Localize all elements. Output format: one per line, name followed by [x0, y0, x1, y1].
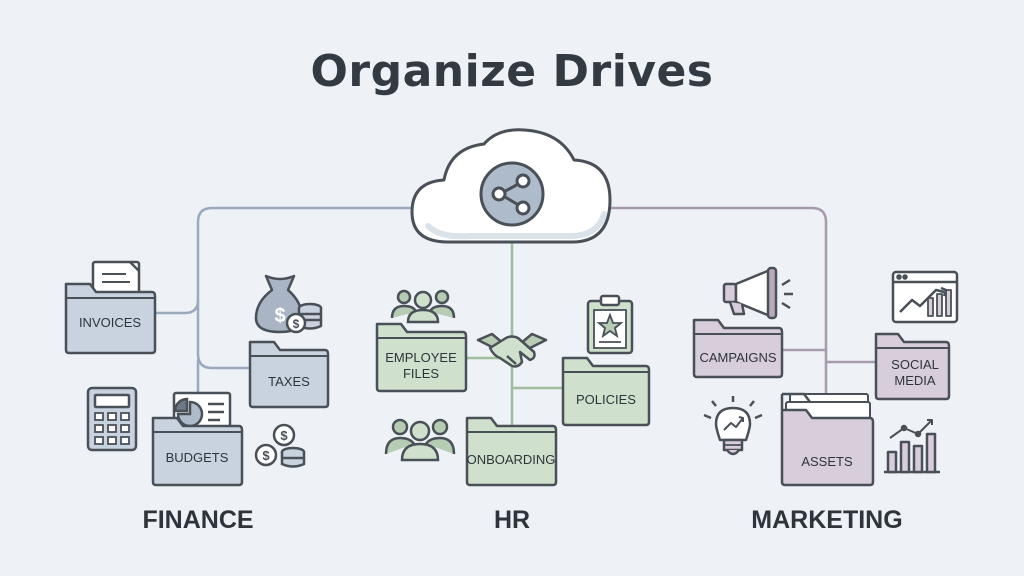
finance-connector-taxes — [196, 298, 252, 370]
finance-group-label: FINANCE — [142, 506, 254, 534]
money-bag-icon: $ $ — [254, 274, 323, 334]
taxes-folder[interactable]: TAXES — [248, 340, 330, 409]
campaigns-folder[interactable]: CAMPAIGNS — [692, 318, 784, 379]
calculator-icon — [86, 386, 138, 452]
onboarding-folder[interactable]: ONBOARDING — [465, 416, 558, 487]
taxes-label: TAXES — [268, 374, 310, 389]
policies-folder[interactable]: POLICIES — [561, 356, 651, 427]
team-icon — [390, 289, 456, 324]
budgets-folder[interactable]: BUDGETS — [151, 391, 244, 487]
bar-chart-icon — [884, 419, 940, 474]
share-icon — [491, 173, 531, 216]
group-icon — [384, 418, 456, 462]
onboarding-label: ONBOARDING — [467, 452, 556, 467]
handshake-icon — [476, 332, 548, 368]
chart-window-icon — [891, 270, 959, 324]
social-media-label-2: MEDIA — [894, 373, 936, 388]
assets-label: ASSETS — [801, 454, 853, 469]
employee-files-label-2: FILES — [403, 366, 439, 381]
budgets-label: BUDGETS — [166, 450, 229, 465]
invoices-folder[interactable]: INVOICES — [64, 260, 157, 355]
lightbulb-chart-icon — [703, 396, 763, 456]
svg-text:$: $ — [280, 428, 288, 443]
cloud-share-icon — [410, 128, 612, 244]
page-title: Organize Drives — [310, 46, 714, 97]
svg-text:$: $ — [293, 317, 300, 331]
svg-text:$: $ — [262, 448, 270, 463]
social-media-folder[interactable]: SOCIAL MEDIA — [874, 332, 951, 401]
svg-text:$: $ — [274, 305, 285, 327]
assets-folder[interactable]: ASSETS — [780, 392, 875, 487]
hr-group-label: HR — [493, 506, 531, 534]
invoices-label: INVOICES — [79, 315, 141, 330]
marketing-group-label: MARKETING — [751, 506, 903, 534]
employee-files-label-1: EMPLOYEE — [385, 350, 457, 365]
coins-icon: $ $ — [254, 423, 306, 468]
campaigns-label: CAMPAIGNS — [699, 350, 776, 365]
social-media-label-1: SOCIAL — [891, 357, 939, 372]
employee-files-folder[interactable]: EMPLOYEE FILES — [375, 322, 468, 393]
policies-label: POLICIES — [576, 392, 636, 407]
finance-connector — [153, 206, 422, 315]
megaphone-icon — [722, 266, 793, 320]
clipboard-star-icon — [586, 294, 634, 355]
